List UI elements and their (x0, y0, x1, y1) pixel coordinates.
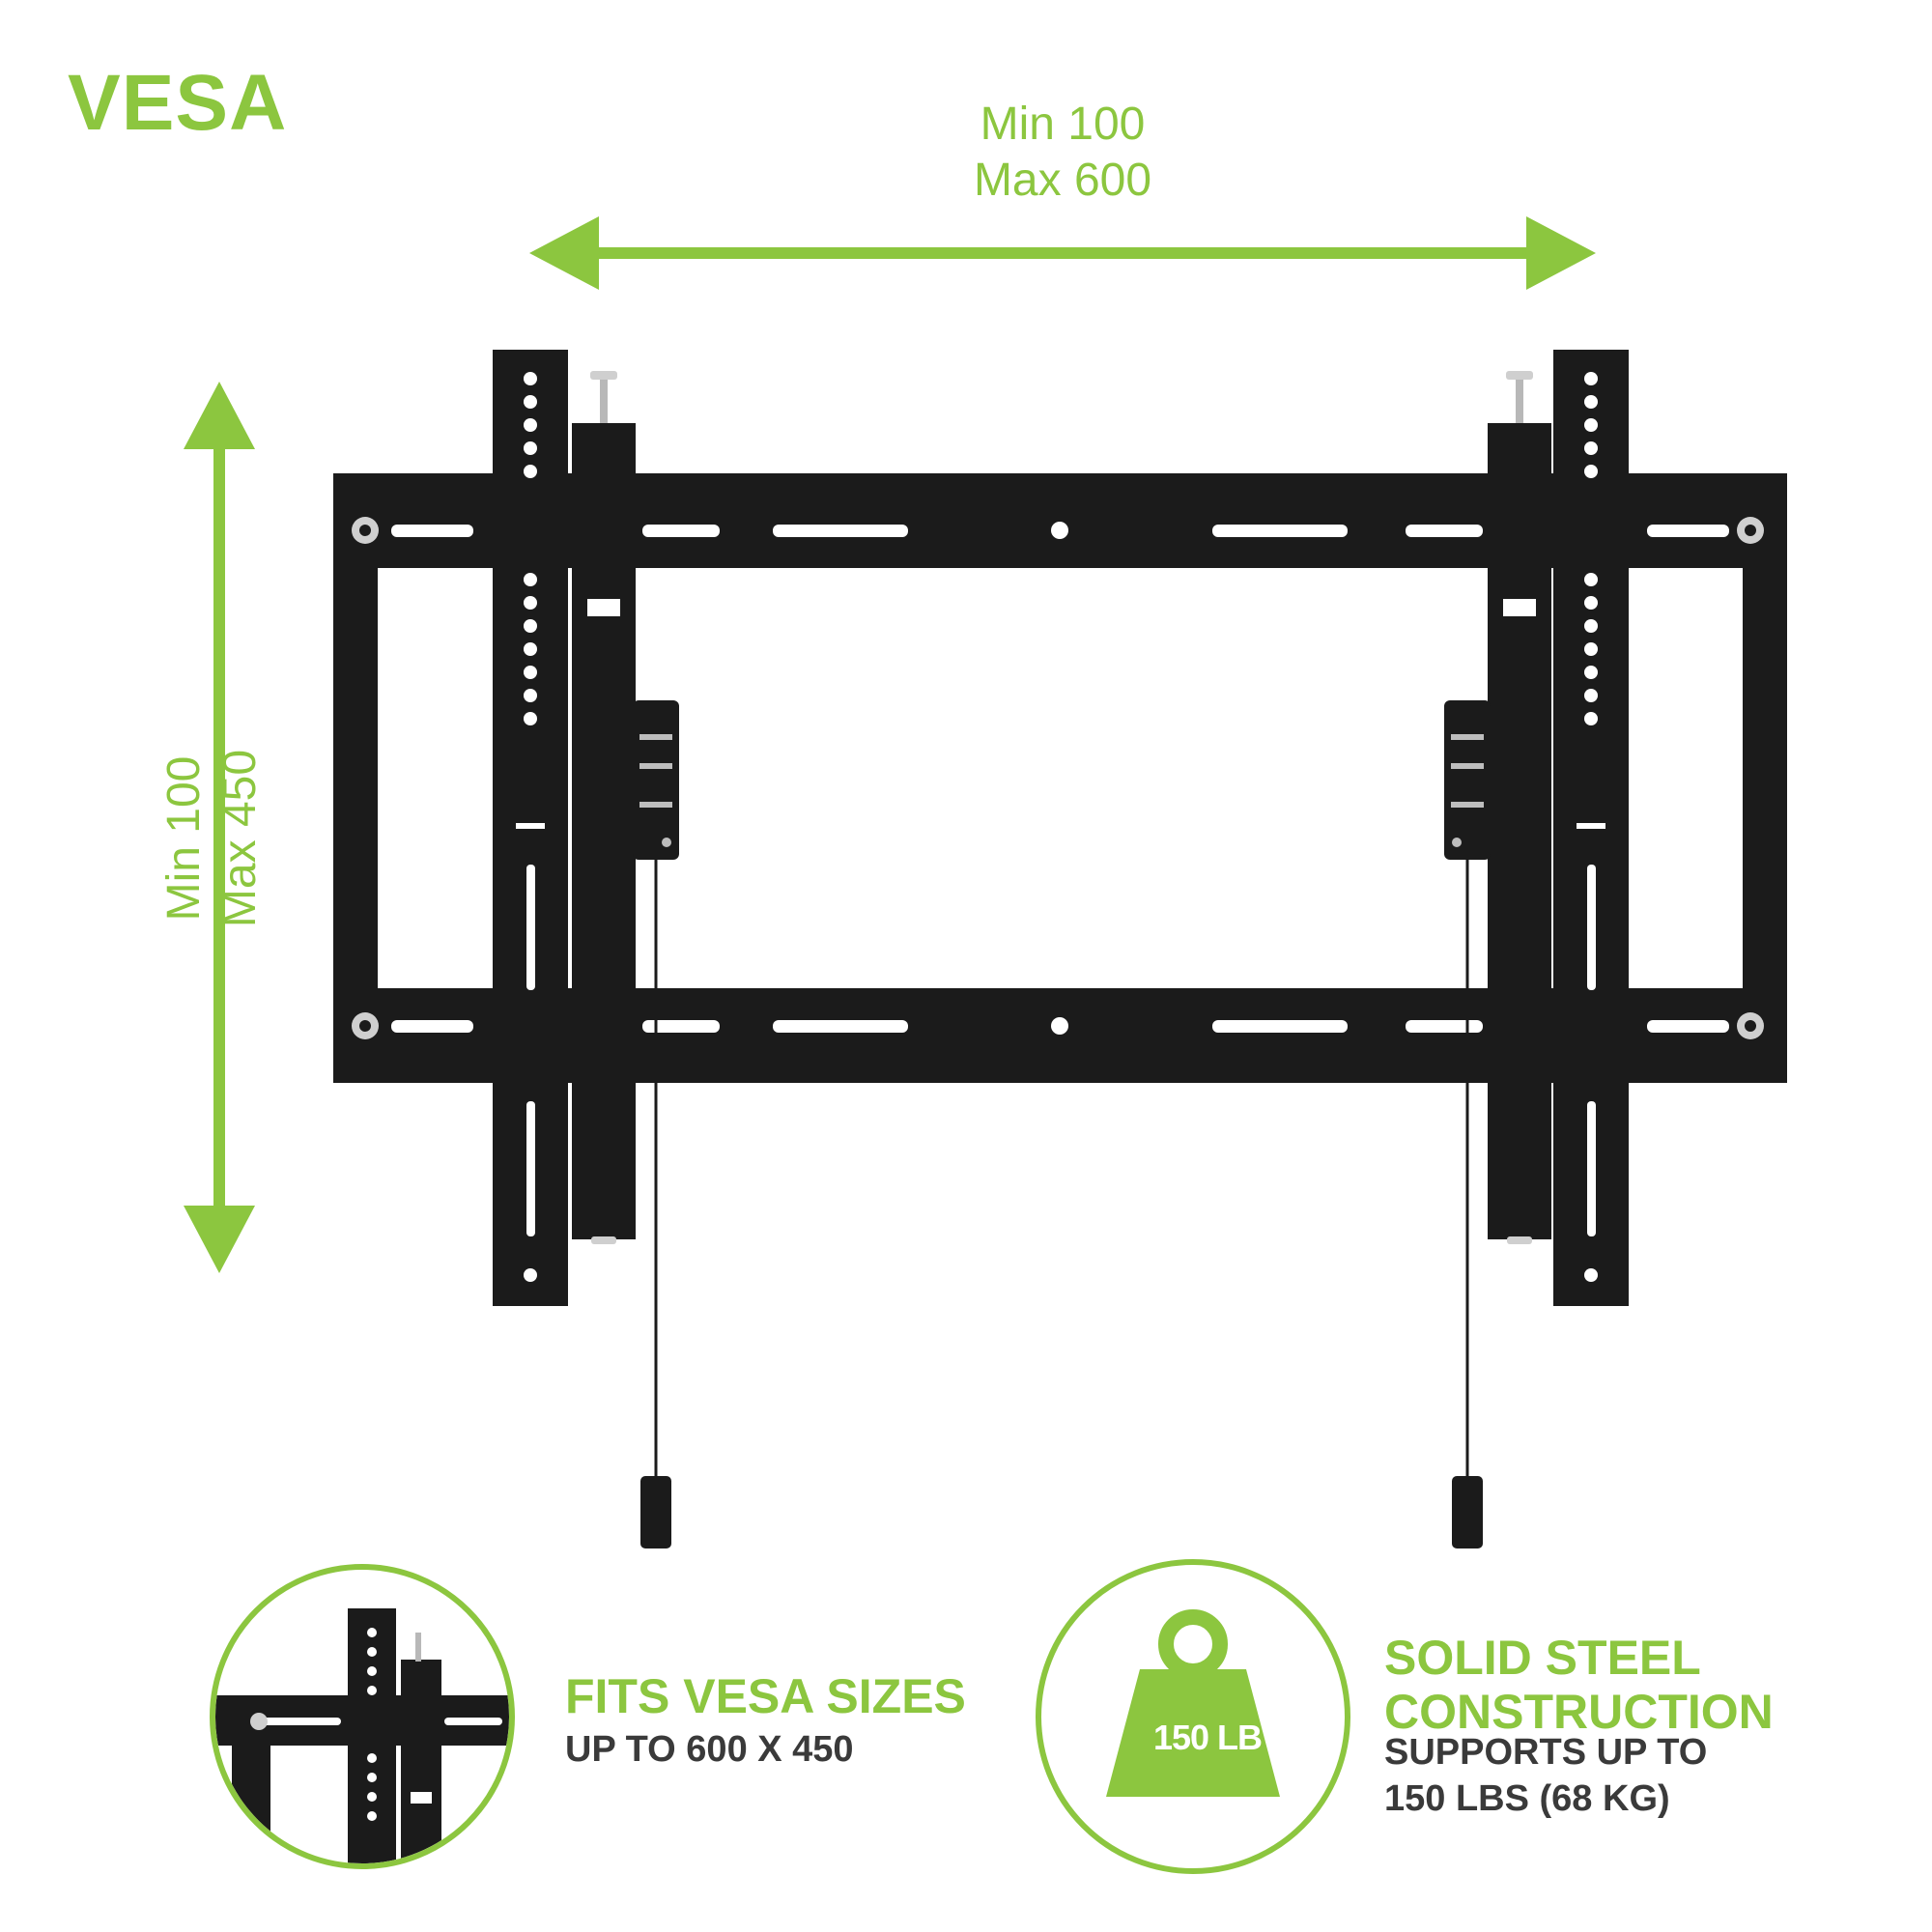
weight-icon (1036, 1559, 1350, 1874)
feature-steel-heading-line-1: SOLID STEEL (1384, 1631, 1701, 1685)
pull-cords (640, 860, 1483, 1548)
feature-vesa-heading: FITS VESA SIZES (565, 1669, 966, 1723)
rail-slots (391, 522, 1729, 1035)
feature-steel-heading: SOLID STEEL CONSTRUCTION (1384, 1631, 1774, 1739)
weight-badge-label: 150 LB (1152, 1718, 1263, 1757)
feature-steel-subtext: SUPPORTS UP TO 150 LBS (68 KG) (1384, 1729, 1707, 1822)
feature-vesa-subtext: UP TO 600 X 450 (565, 1729, 854, 1770)
arrow-horizontal-icon (529, 216, 1596, 290)
feature-steel-heading-line-2: CONSTRUCTION (1384, 1685, 1774, 1739)
bracket-closeup-icon (210, 1564, 515, 1869)
horizontal-max: Max 600 (973, 155, 1152, 206)
bracket-frame (333, 350, 1787, 1306)
feature-steel-subtext-line-1: SUPPORTS UP TO (1384, 1732, 1708, 1773)
corner-bolts (352, 517, 1764, 1039)
tilt-mechanism-details (639, 734, 1484, 847)
feature-steel-subtext-line-2: 150 LBS (68 KG) (1384, 1778, 1670, 1819)
arrow-vertical-icon (184, 382, 255, 1273)
top-screws (590, 371, 1533, 1244)
horizontal-dimension-label: Min 100 Max 600 (869, 97, 1256, 209)
horizontal-min: Min 100 (980, 99, 1146, 150)
arm-holes (516, 372, 1605, 1282)
page-title: VESA (68, 59, 288, 147)
